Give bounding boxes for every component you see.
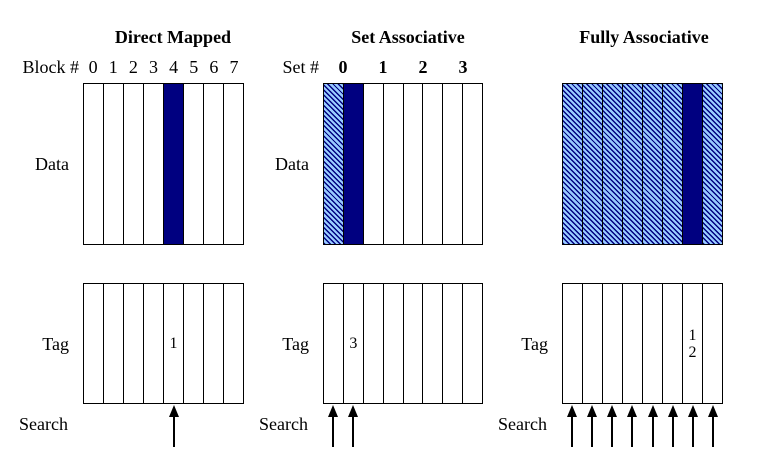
tag-label: Tag <box>42 333 69 354</box>
tag-slot <box>663 284 683 403</box>
up-arrow-icon <box>627 405 638 447</box>
data-slot <box>224 84 243 244</box>
panel-title: Set Associative <box>351 27 465 47</box>
data-slot <box>204 84 224 244</box>
up-arrow-icon <box>667 405 678 447</box>
panel-title: Fully Associative <box>579 27 709 47</box>
up-arrow-icon <box>567 405 578 447</box>
up-arrow-icon <box>607 405 618 447</box>
tag-slot <box>184 284 204 403</box>
up-arrow-icon <box>168 405 179 447</box>
tag-slot <box>84 284 104 403</box>
up-arrow-icon <box>647 405 658 447</box>
tag-slot <box>703 284 722 403</box>
index-value: 3 <box>458 57 468 77</box>
data-slot <box>144 84 164 244</box>
data-slot <box>364 84 384 244</box>
index-value: 0 <box>88 57 98 77</box>
data-slot <box>623 84 643 244</box>
index-label <box>0 55 558 79</box>
tag-slot <box>443 284 464 403</box>
data-array <box>83 83 244 245</box>
panel-title: Direct Mapped <box>114 27 232 47</box>
data-slot <box>104 84 124 244</box>
tag-value: 3 <box>349 335 358 352</box>
tag-value: 1 <box>688 326 697 344</box>
tag-value: 2 <box>688 343 697 361</box>
data-label <box>408 152 548 176</box>
tag-slot: 1 <box>164 284 184 403</box>
data-slot <box>184 84 204 244</box>
up-arrow-icon <box>348 405 358 447</box>
data-slot <box>164 84 184 244</box>
index-value: 7 <box>229 57 239 77</box>
index-value: 2 <box>128 57 138 77</box>
tag-slot <box>104 284 124 403</box>
data-slot <box>423 84 444 244</box>
data-slot <box>563 84 583 244</box>
tag-slot <box>623 284 643 403</box>
data-slot <box>703 84 722 244</box>
data-slot <box>603 84 623 244</box>
tag-slot <box>224 284 243 403</box>
tag-slot <box>463 284 482 403</box>
tag-label: Tag <box>282 333 309 354</box>
data-slot <box>643 84 663 244</box>
data-label: Data <box>275 154 309 174</box>
tag-slot <box>583 284 603 403</box>
index-label: Block # <box>22 57 80 77</box>
data-array <box>562 83 723 245</box>
data-slot <box>683 84 703 244</box>
index-value: 1 <box>108 57 118 77</box>
search-label: Search <box>19 414 68 434</box>
data-label: Data <box>35 154 69 174</box>
tag-slot <box>423 284 444 403</box>
tag-slot <box>144 284 164 403</box>
tag-slot <box>563 284 583 403</box>
index-value: 5 <box>189 57 199 77</box>
index-value: 1 <box>378 57 388 77</box>
up-arrow-icon <box>687 405 698 447</box>
tag-label: Tag <box>521 333 548 354</box>
tag-slot <box>603 284 623 403</box>
tag-slot <box>364 284 384 403</box>
tag-slot <box>384 284 404 403</box>
index-value: 4 <box>169 57 179 77</box>
index-value: 3 <box>148 57 158 77</box>
up-arrow-icon <box>587 405 598 447</box>
tag-slot <box>324 284 344 403</box>
tag-array: 3 <box>323 283 483 404</box>
tag-slot: 3 <box>344 284 364 403</box>
tag-value: 1 <box>169 335 178 352</box>
tag-slot <box>124 284 144 403</box>
search-label: Search <box>498 414 547 434</box>
index-value: 0 <box>338 57 348 77</box>
tag-slot <box>643 284 663 403</box>
data-slot <box>583 84 603 244</box>
data-slot <box>404 84 424 244</box>
tag-slot <box>204 284 224 403</box>
index-value: 6 <box>209 57 219 77</box>
index-value: 2 <box>418 57 428 77</box>
data-slot <box>384 84 404 244</box>
up-arrow-icon <box>328 405 338 447</box>
index-label: Set # <box>282 57 319 77</box>
search-label: Search <box>259 414 308 434</box>
tag-slot <box>404 284 424 403</box>
data-slot <box>463 84 482 244</box>
data-slot <box>124 84 144 244</box>
data-slot <box>343 84 364 244</box>
data-slot <box>324 84 344 244</box>
data-array <box>323 83 483 245</box>
data-slot <box>84 84 104 244</box>
tag-array: 1 <box>83 283 244 404</box>
up-arrow-icon <box>707 405 718 447</box>
data-slot <box>663 84 683 244</box>
data-slot <box>443 84 464 244</box>
